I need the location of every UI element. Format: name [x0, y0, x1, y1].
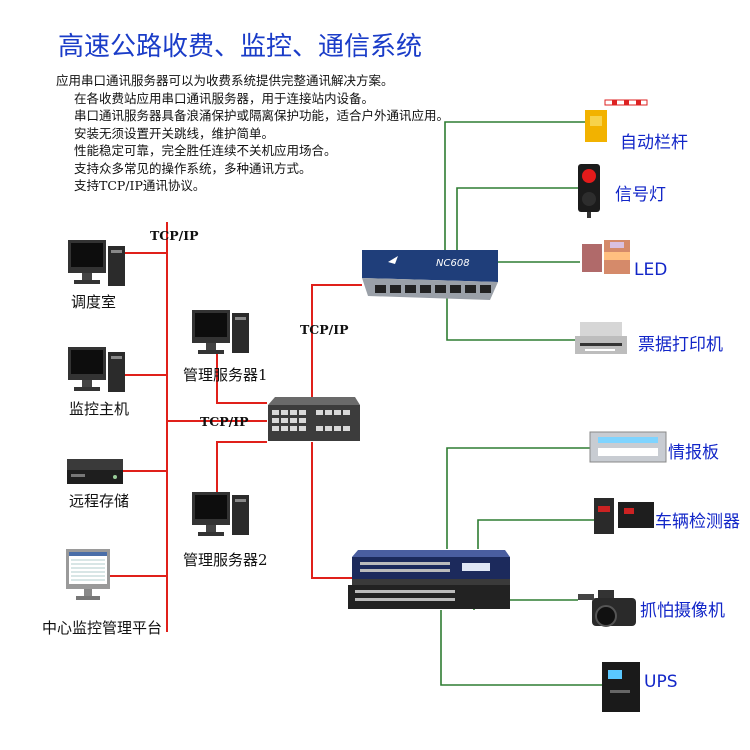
- vehicle-detector-icon: [594, 498, 654, 534]
- tcp-upper-label: TCP/IP: [300, 322, 349, 337]
- signal-link: [456, 187, 578, 250]
- description-line: 支持TCP/IP通讯协议。: [74, 178, 206, 193]
- led-screen-icon: [582, 240, 630, 274]
- barrier-label: 自动栏杆: [620, 133, 688, 153]
- remote-storage-icon: [67, 459, 123, 484]
- vehicle-detector-label: 车辆检测器: [655, 512, 740, 532]
- central-platform-monitor-icon: [66, 549, 110, 600]
- monitor-host-computer-icon: [68, 347, 125, 392]
- signal-light-icon: [578, 164, 600, 218]
- nc608-switch-icon: [362, 250, 498, 300]
- ups-label: UPS: [644, 672, 678, 692]
- switch-serial-link: [311, 442, 352, 579]
- server1-computer-icon: [192, 310, 249, 354]
- green-connections: [440, 121, 602, 686]
- printer-label: 票据打印机: [638, 335, 723, 355]
- nc608-brand-label: NC608: [436, 258, 470, 269]
- camera-label: 抓怕摄像机: [640, 601, 725, 621]
- central-platform-label: 中心监控管理平台: [42, 619, 163, 637]
- server1-label: 管理服务器1: [183, 366, 268, 384]
- switch-nc608-link: [311, 284, 362, 398]
- barrier-link: [444, 121, 592, 250]
- description-line: 性能稳定可靠，完全胜任连续不关机应用场合。: [74, 143, 337, 158]
- detector-link: [477, 519, 594, 549]
- camera-icon: [578, 590, 636, 627]
- ticket-printer-icon: [575, 322, 627, 354]
- barrier-gate-icon: [585, 99, 648, 142]
- core-switch-icon: [268, 397, 360, 441]
- server2-label: 管理服务器2: [183, 551, 268, 569]
- red-connections: [104, 222, 362, 632]
- remote-storage-label: 远程存储: [69, 492, 130, 510]
- info-board-icon: [589, 431, 667, 463]
- page-title: 高速公路收费、监控、通信系统: [58, 32, 423, 62]
- server2-computer-icon: [192, 492, 249, 536]
- description-line: 串口通讯服务器具备浪涌保护或隔离保护功能，适合户外通讯应用。: [74, 108, 450, 123]
- ups-link: [440, 610, 602, 686]
- ups-icon: [602, 662, 640, 712]
- description-line: 安装无须设置开关跳线，维护简单。: [74, 125, 275, 141]
- printer-link: [446, 298, 575, 341]
- led-label: LED: [634, 260, 668, 280]
- description-line: 支持众多常见的操作系统，多种通讯方式。: [74, 160, 312, 176]
- description-block: 应用串口通讯服务器可以为收费系统提供完整通讯解决方案。 在各收费站应用串口通讯服…: [56, 72, 449, 195]
- dispatch-label: 调度室: [71, 293, 117, 311]
- dispatch-computer-icon: [68, 240, 125, 286]
- server2-link: [216, 441, 267, 500]
- description-line: 在各收费站应用串口通讯服务器，用于连接站内设备。: [74, 90, 375, 106]
- signal-label: 信号灯: [615, 185, 666, 205]
- serial-server-stack-icon: [348, 550, 510, 609]
- info-board-link: [446, 447, 590, 549]
- description-line: 应用串口通讯服务器可以为收费系统提供完整通讯解决方案。: [56, 73, 394, 88]
- server1-link: [216, 350, 267, 404]
- monitor-host-label: 监控主机: [69, 400, 130, 418]
- info-board-label: 情报板: [668, 443, 719, 463]
- tcp-bus-label: TCP/IP: [150, 228, 199, 243]
- tcp-middle-label: TCP/IP: [200, 414, 249, 429]
